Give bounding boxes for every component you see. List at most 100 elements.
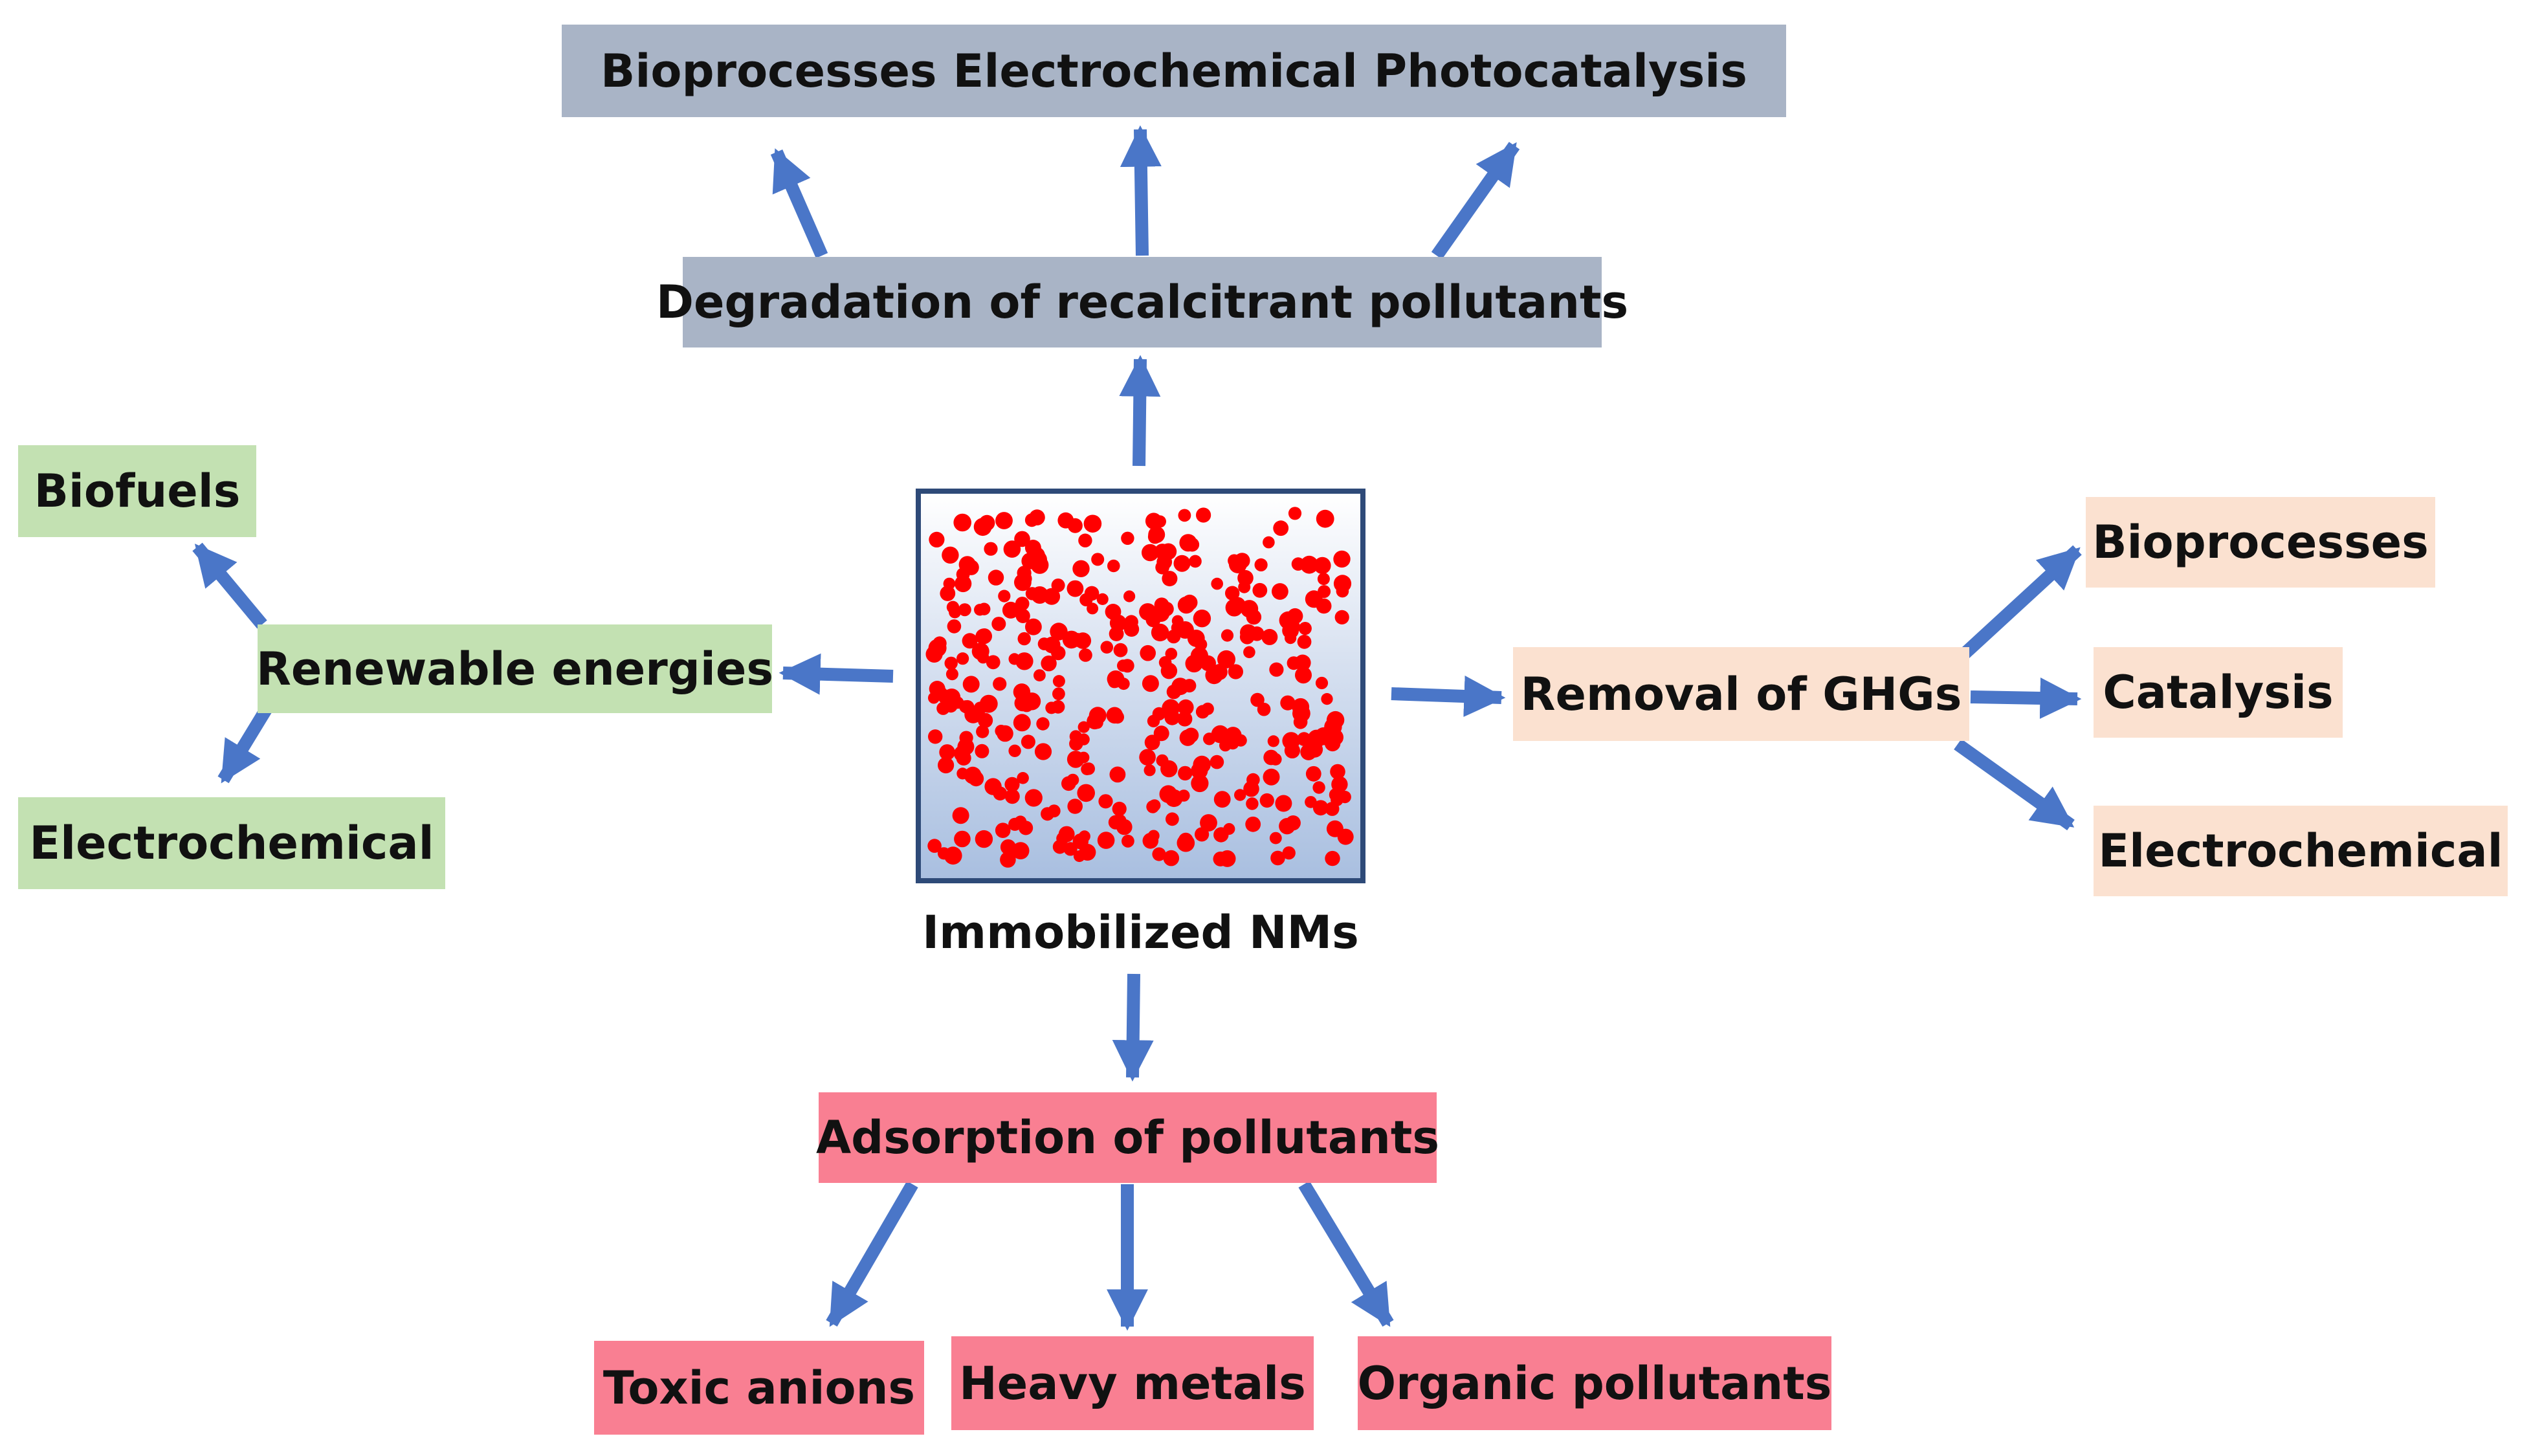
- nanoparticle-dot: [1008, 817, 1022, 831]
- nanoparticle-dot: [1178, 699, 1194, 716]
- nanoparticle-dot: [1194, 638, 1208, 651]
- nanoparticle-dot: [976, 725, 989, 738]
- nanoparticle-dot: [1185, 654, 1203, 673]
- top-method-bioprocesses: Bioprocesses: [601, 44, 937, 98]
- nanoparticle-dot: [1257, 702, 1271, 716]
- nanoparticle-dot: [1147, 714, 1160, 727]
- nanoparticle-dot: [1122, 834, 1134, 848]
- nanoparticle-dot: [1148, 526, 1166, 544]
- nanoparticle-dot: [1067, 773, 1079, 786]
- nanoparticle-dot: [1246, 773, 1260, 787]
- renewable-energies-node: Renewable energies: [256, 624, 773, 713]
- nanoparticle-dot: [958, 556, 976, 573]
- nanoparticle-dot: [1015, 608, 1030, 623]
- nanoparticle-dot: [1070, 633, 1085, 647]
- nanoparticle-dot: [1324, 735, 1341, 752]
- arrow-to-bioprocesses-right: [1953, 545, 2082, 665]
- nanoparticle-dot: [986, 655, 1000, 670]
- nanoparticle-dot: [1211, 725, 1230, 744]
- nanoparticle-dot: [1178, 766, 1193, 781]
- nanoparticle-dot: [1097, 832, 1115, 849]
- nanoparticle-dot: [1037, 637, 1051, 650]
- nanoparticle-dot: [1243, 646, 1255, 659]
- nanoparticle-dot: [1177, 833, 1195, 852]
- electrochemical-left-node: Electrochemical: [18, 797, 445, 889]
- arrow-to-photocatalysis-top: [1431, 142, 1520, 259]
- nanoparticle-dot: [1270, 850, 1285, 866]
- nanoparticle-dot: [938, 756, 955, 774]
- nanoparticle-dot: [1297, 634, 1312, 649]
- nanoparticle-dot: [975, 744, 989, 758]
- nanoparticle-dot: [942, 546, 959, 564]
- nanoparticle-dot: [1164, 709, 1180, 725]
- nanoparticle-dot: [997, 725, 1013, 742]
- nanoparticle-dot: [1234, 553, 1250, 569]
- nanoparticle-dot: [936, 701, 950, 715]
- nanoparticle-dot: [939, 744, 955, 760]
- nanoparticle-dot: [1297, 732, 1311, 746]
- nanoparticle-dot: [1305, 766, 1321, 782]
- nanoparticle-dot: [1166, 812, 1179, 826]
- nanoparticle-dot: [1269, 662, 1284, 677]
- nanoparticle-dot: [1263, 768, 1280, 786]
- nanoparticle-dot: [1213, 851, 1228, 866]
- nanoparticle-dot: [1191, 774, 1209, 793]
- nanoparticle-dot: [944, 656, 958, 670]
- nanoparticle-dot: [1314, 557, 1331, 575]
- arrow-center-to-renewable: [779, 653, 894, 695]
- nanoparticle-dot: [984, 778, 1002, 795]
- nanoparticle-dot: [1261, 628, 1278, 645]
- nanoparticle-dot: [993, 677, 1007, 691]
- nanoparticle-dot: [1272, 583, 1288, 600]
- nanoparticle-dot: [1078, 721, 1090, 733]
- nanoparticle-dot: [956, 750, 971, 766]
- nanoparticle-dot: [1239, 630, 1255, 645]
- nanoparticle-dot: [1004, 789, 1020, 804]
- nanoparticle-dot: [1300, 555, 1318, 574]
- arrow-to-toxic-anions: [826, 1180, 918, 1327]
- nanoparticle-dot: [952, 807, 969, 824]
- nanoparticle-dot: [1015, 597, 1030, 611]
- nanoparticle-dot: [1196, 507, 1211, 523]
- nanoparticle-dot: [1109, 614, 1127, 632]
- nanoparticle-dot: [1031, 586, 1049, 604]
- nanoparticle-dot: [1225, 599, 1243, 617]
- nanoparticle-dot: [1025, 618, 1042, 635]
- nanoparticle-dot: [1004, 777, 1020, 792]
- nanoparticle-dot: [1036, 717, 1050, 731]
- nanoparticle-dot: [1171, 678, 1189, 696]
- nanoparticle-dot: [1195, 705, 1210, 719]
- nanoparticle-dot: [1155, 560, 1169, 575]
- nanoparticle-dot: [979, 694, 998, 713]
- nanoparticle-dot: [1213, 791, 1231, 808]
- heavy-metals-node: Heavy metals: [951, 1336, 1314, 1430]
- nanoparticle-dot: [1321, 693, 1333, 705]
- nanoparticle-dot: [1087, 602, 1099, 615]
- nanoparticle-dot: [947, 619, 962, 634]
- nanoparticle-dot: [1263, 536, 1275, 549]
- nanoparticle-dot: [1051, 579, 1065, 592]
- top-methods-group: Bioprocesses Electrochemical Photocataly…: [562, 25, 1786, 117]
- nanoparticle-dot: [1288, 507, 1302, 520]
- nanoparticle-dot: [1087, 713, 1103, 730]
- nanoparticle-dot: [1246, 797, 1259, 810]
- nanoparticle-dot: [975, 830, 993, 848]
- nanoparticle-dot: [929, 681, 945, 697]
- nanoparticle-dot: [959, 731, 973, 745]
- arrow-to-catalysis: [1970, 677, 2082, 719]
- nanoparticle-dot: [1148, 799, 1161, 811]
- nanoparticle-dot: [1113, 643, 1128, 657]
- nanoparticle-dot: [1280, 695, 1296, 711]
- nanoparticle-dot: [1084, 586, 1100, 601]
- nanoparticle-dot: [1182, 594, 1198, 611]
- nanoparticle-dot: [1073, 850, 1085, 863]
- nanoparticle-dot: [1179, 729, 1197, 746]
- nanoparticle-dot: [1098, 794, 1113, 809]
- nanoparticle-dot: [1002, 601, 1019, 619]
- nanoparticle-dot: [975, 628, 991, 645]
- nanoparticle-dot: [1217, 650, 1235, 668]
- nanoparticle-dot: [1014, 531, 1030, 547]
- nanoparticle-dot: [1112, 801, 1127, 817]
- nanoparticle-dot: [1298, 622, 1312, 635]
- nanoparticle-dot: [1116, 819, 1133, 835]
